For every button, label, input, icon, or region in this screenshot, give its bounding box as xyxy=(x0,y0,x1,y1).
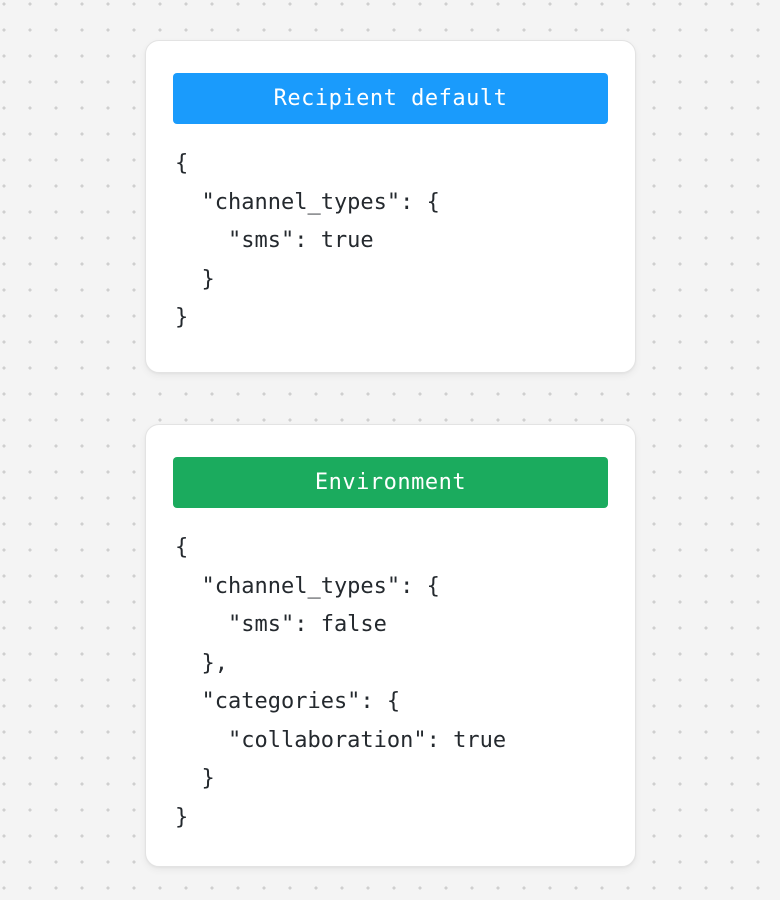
json-line: "sms": true xyxy=(175,228,374,253)
card-recipient-default[interactable]: Recipient default { "channel_types": { "… xyxy=(145,40,636,373)
json-line: } xyxy=(175,766,215,791)
card-environment[interactable]: Environment { "channel_types": { "sms": … xyxy=(145,424,636,867)
json-line: { xyxy=(175,535,189,560)
json-line: } xyxy=(175,804,189,830)
card-header-label: Environment xyxy=(314,469,467,495)
json-line: "sms": false xyxy=(175,612,387,637)
card-header-recipient-default: Recipient default xyxy=(173,73,608,124)
json-line: }, xyxy=(175,650,228,676)
json-line: "channel_types": { xyxy=(175,573,440,599)
json-body-recipient-default: { "channel_types": { "sms": true }} xyxy=(175,145,625,338)
json-line: } xyxy=(175,266,215,292)
json-body-environment: { "channel_types": { "sms": false }, "ca… xyxy=(175,529,625,837)
json-line: "channel_types": { xyxy=(175,189,440,215)
json-line: } xyxy=(175,305,189,330)
card-header-label: Recipient default xyxy=(273,85,508,111)
json-line: "categories": { xyxy=(175,689,401,714)
json-line: { xyxy=(175,151,189,176)
card-header-environment: Environment xyxy=(173,457,608,508)
json-line: "collaboration": true xyxy=(175,727,507,753)
